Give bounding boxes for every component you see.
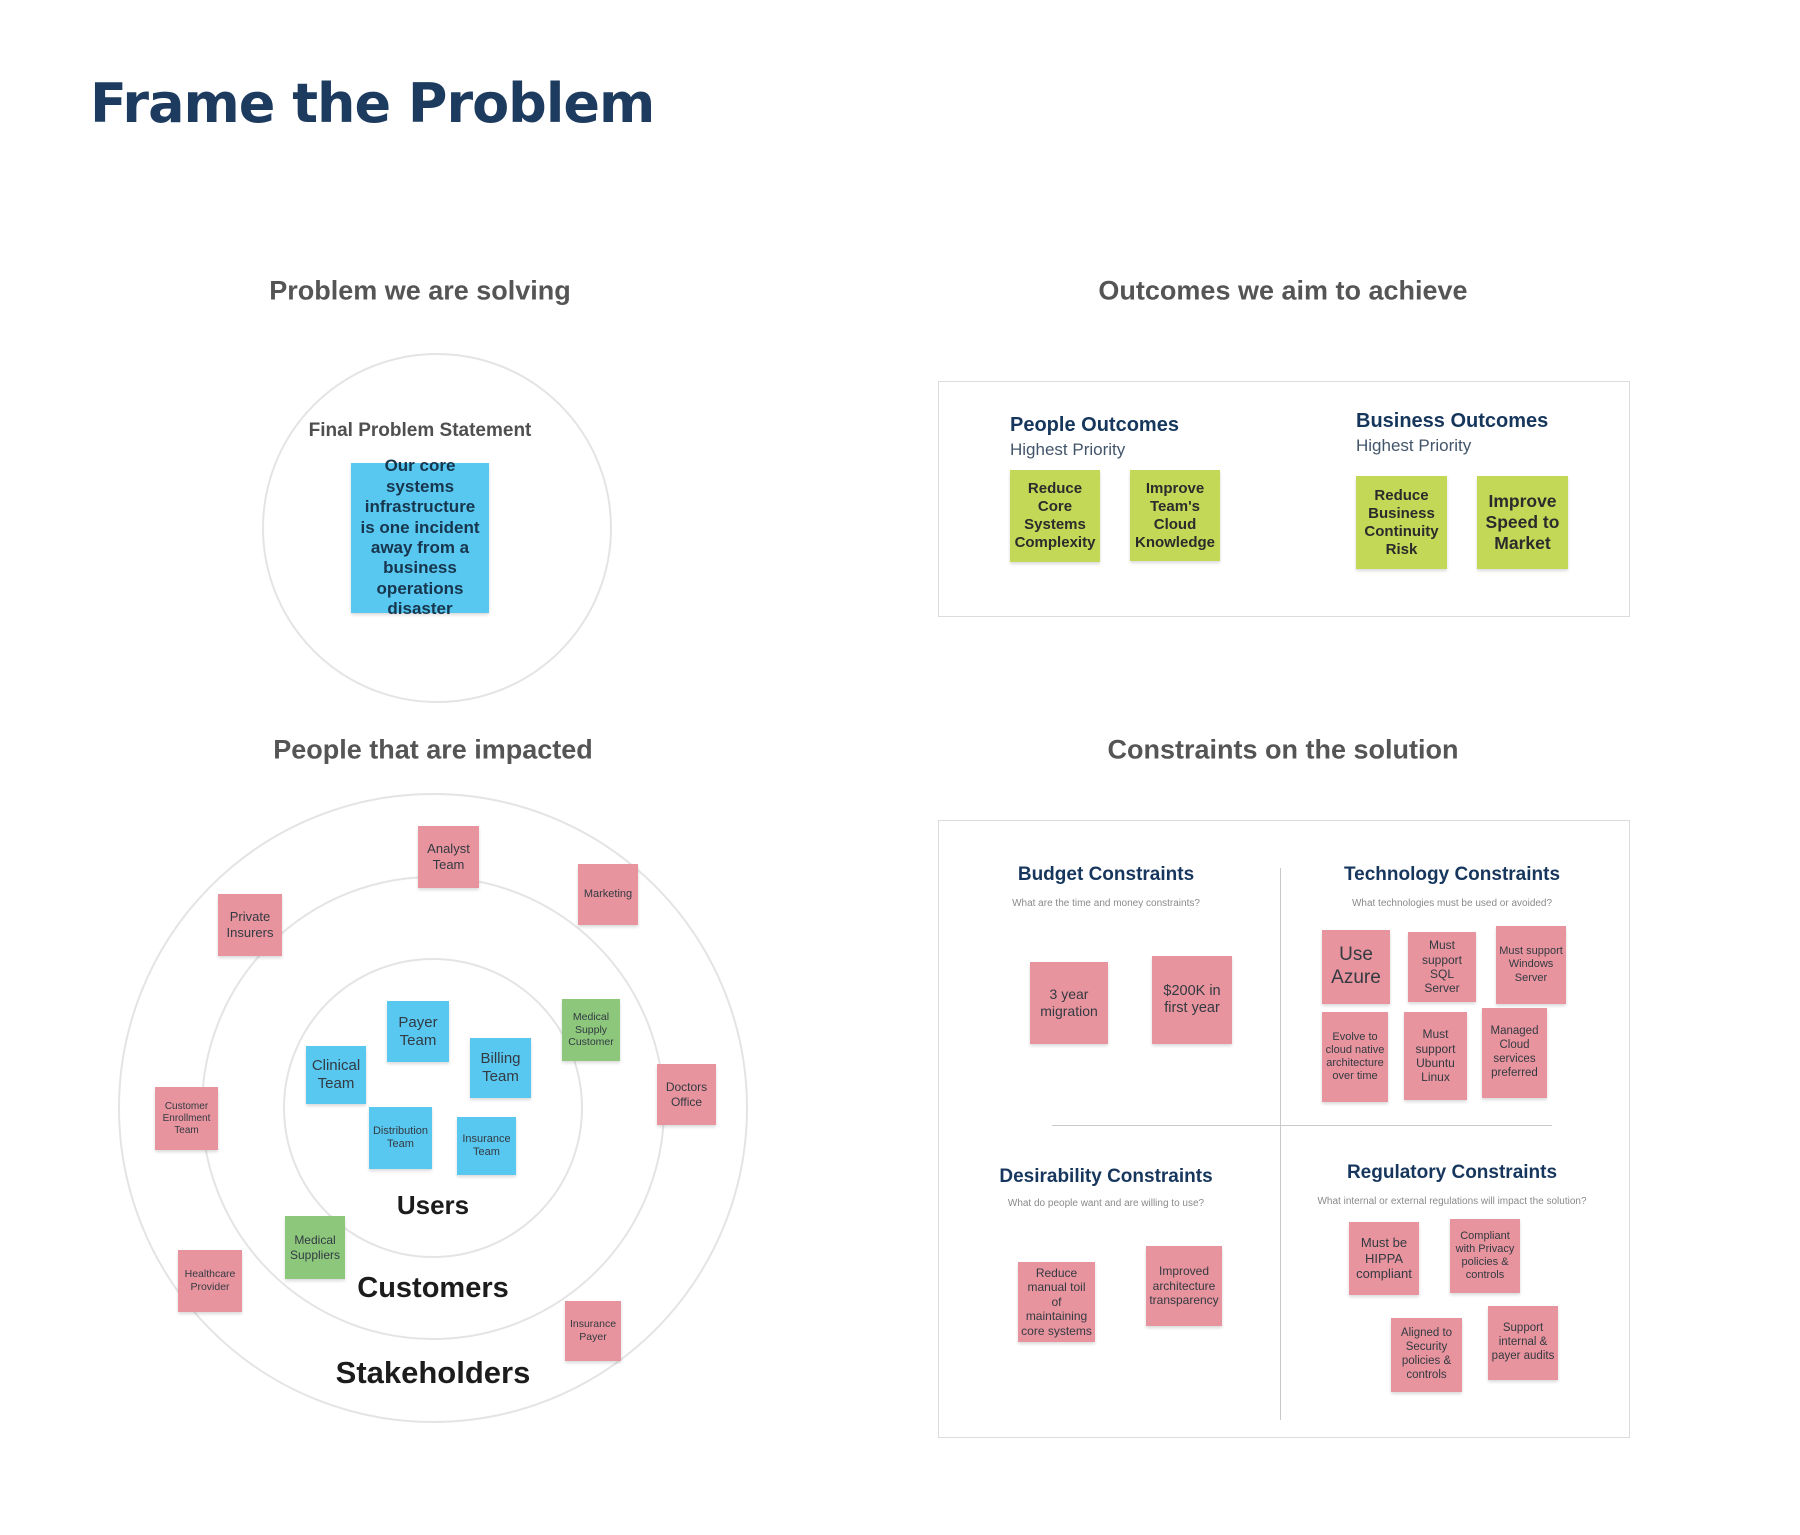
sticky-note-hippa-compliant[interactable]: Must be HIPPA compliant (1349, 1222, 1419, 1295)
sticky-note-payer-team[interactable]: Payer Team (387, 1001, 449, 1062)
final-problem-statement-label: Final Problem Statement (308, 420, 532, 441)
page-title: Frame the Problem (90, 72, 655, 135)
sticky-note-evolve-cloud-native[interactable]: Evolve to cloud native architecture over… (1322, 1012, 1388, 1102)
sticky-note-support-audits[interactable]: Support internal & payer audits (1488, 1306, 1558, 1380)
desirability-constraints-title: Desirability Constraints (999, 1166, 1213, 1187)
sticky-note-marketing[interactable]: Marketing (578, 864, 638, 925)
people-outcomes-subtitle: Highest Priority (1010, 440, 1126, 459)
sticky-note-medical-supply-customer[interactable]: Medical Supply Customer (562, 999, 620, 1061)
users-circle (283, 958, 583, 1258)
constraints-quadrant-heading: Constraints on the solution (1107, 734, 1459, 765)
budget-constraints-title: Budget Constraints (1017, 864, 1195, 885)
sticky-note-improve-teams-cloud-knowledge[interactable]: Improve Team's Cloud Knowledge (1130, 470, 1220, 561)
regulatory-constraints-title: Regulatory Constraints (1346, 1162, 1558, 1183)
desirability-constraints-subtitle: What do people want and are willing to u… (1007, 1198, 1205, 1209)
people-quadrant-heading: People that are impacted (273, 734, 593, 765)
sticky-note-distribution-team[interactable]: Distribution Team (369, 1107, 432, 1169)
sticky-note-security-policies[interactable]: Aligned to Security policies & controls (1391, 1318, 1462, 1392)
sticky-note-doctors-office[interactable]: Doctors Office (657, 1064, 716, 1125)
constraints-horizontal-divider (1052, 1125, 1552, 1126)
stakeholders-ring-label: Stakeholders (335, 1355, 531, 1390)
sticky-note-customer-enrollment-team[interactable]: Customer Enrollment Team (155, 1087, 218, 1150)
sticky-note-200k-first-year[interactable]: $200K in first year (1152, 956, 1232, 1044)
technology-constraints-subtitle: What technologies must be used or avoide… (1351, 898, 1553, 909)
technology-constraints-title: Technology Constraints (1343, 864, 1561, 885)
sticky-note-billing-team[interactable]: Billing Team (470, 1038, 531, 1098)
stakeholders-circle (118, 793, 748, 1423)
sticky-note-medical-suppliers[interactable]: Medical Suppliers (285, 1216, 345, 1279)
people-outcomes-title: People Outcomes (1010, 414, 1179, 436)
sticky-note-improved-architecture-transparency[interactable]: Improved architecture transparency (1146, 1246, 1222, 1326)
outcomes-quadrant-heading: Outcomes we aim to achieve (1098, 275, 1468, 306)
sticky-note-reduce-business-continuity-risk[interactable]: Reduce Business Continuity Risk (1356, 476, 1447, 569)
sticky-note-healthcare-provider[interactable]: Healthcare Provider (178, 1250, 242, 1312)
sticky-note-3-year-migration[interactable]: 3 year migration (1030, 962, 1108, 1044)
business-outcomes-subtitle: Highest Priority (1356, 436, 1472, 455)
sticky-note-must-support-ubuntu-linux[interactable]: Must support Ubuntu Linux (1404, 1012, 1467, 1100)
sticky-note-improve-speed-to-market[interactable]: Improve Speed to Market (1477, 476, 1568, 569)
budget-constraints-subtitle: What are the time and money constraints? (1012, 898, 1200, 909)
sticky-note-analyst-team[interactable]: Analyst Team (418, 826, 479, 888)
sticky-note-use-azure[interactable]: Use Azure (1322, 930, 1390, 1004)
sticky-note-insurance-payer[interactable]: Insurance Payer (565, 1301, 621, 1361)
sticky-note-clinical-team[interactable]: Clinical Team (306, 1046, 366, 1104)
sticky-note-privacy-policies[interactable]: Compliant with Privacy policies & contro… (1450, 1219, 1520, 1293)
sticky-note-reduce-manual-toil[interactable]: Reduce manual toil of maintaining core s… (1018, 1262, 1095, 1342)
sticky-note-problem-statement[interactable]: Our core systems infrastructure is one i… (351, 456, 489, 618)
users-ring-label: Users (396, 1190, 470, 1220)
constraints-vertical-divider (1280, 868, 1281, 1420)
sticky-note-private-insurers[interactable]: Private Insurers (218, 894, 282, 956)
customers-ring-label: Customers (357, 1272, 509, 1304)
regulatory-constraints-subtitle: What internal or external regulations wi… (1317, 1196, 1587, 1207)
sticky-note-managed-cloud-services[interactable]: Managed Cloud services preferred (1482, 1008, 1547, 1098)
problem-circle (262, 353, 612, 703)
sticky-note-insurance-team[interactable]: Insurance Team (457, 1117, 516, 1175)
sticky-note-reduce-core-systems-complexity[interactable]: Reduce Core Systems Complexity (1010, 470, 1100, 562)
sticky-note-must-support-sql-server[interactable]: Must support SQL Server (1408, 932, 1476, 1002)
sticky-note-must-support-windows-server[interactable]: Must support Windows Server (1496, 926, 1566, 1004)
problem-quadrant-heading: Problem we are solving (269, 275, 571, 306)
business-outcomes-title: Business Outcomes (1356, 410, 1549, 432)
